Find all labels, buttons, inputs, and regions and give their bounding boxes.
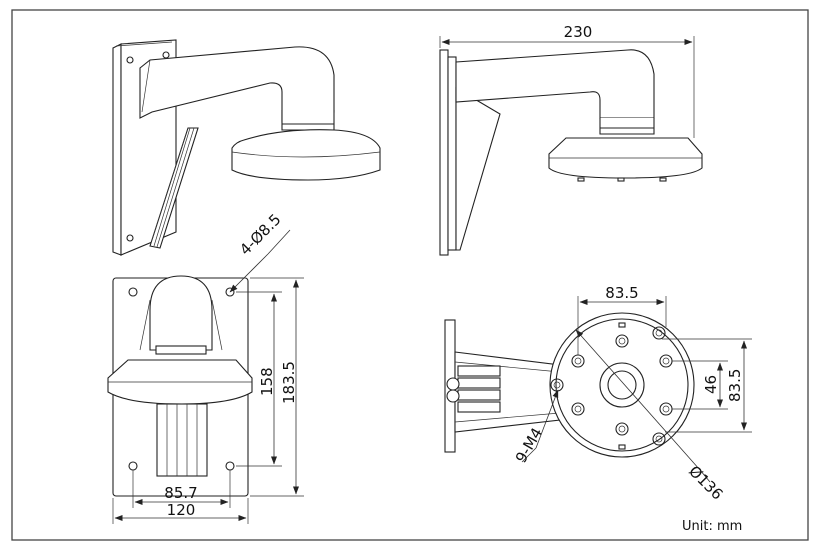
dim-dome-hole-horizontal: 83.5 — [605, 284, 638, 302]
drawing-frame — [11, 9, 809, 541]
side-view: 230 — [439, 23, 703, 256]
unit-label: Unit: mm — [682, 519, 742, 534]
callout-mount-holes: 4-Ø8.5 — [236, 210, 285, 259]
dim-dome-diameter: Ø136 — [685, 462, 726, 503]
dim-plate-hole-spacing: 85.7 — [164, 484, 197, 502]
dim-dome-hole-vertical-outer: 83.5 — [726, 369, 744, 402]
dim-dome-hole-vertical-inner: 46 — [702, 375, 720, 394]
dim-plate-width: 120 — [167, 501, 196, 519]
dim-plate-hole-height: 158 — [258, 367, 276, 396]
dim-plate-height: 183.5 — [280, 361, 298, 404]
callout-screw-holes: 9-M4 — [512, 425, 546, 466]
dome-base-circle — [549, 312, 695, 458]
front-view: 4-Ø8.5 158 183.5 85.7 120 — [107, 210, 304, 524]
dim-side-width: 230 — [564, 23, 593, 41]
bottom-view: Ø136 9-M4 83.5 46 83.5 — [444, 284, 752, 503]
perspective-view — [112, 39, 381, 256]
